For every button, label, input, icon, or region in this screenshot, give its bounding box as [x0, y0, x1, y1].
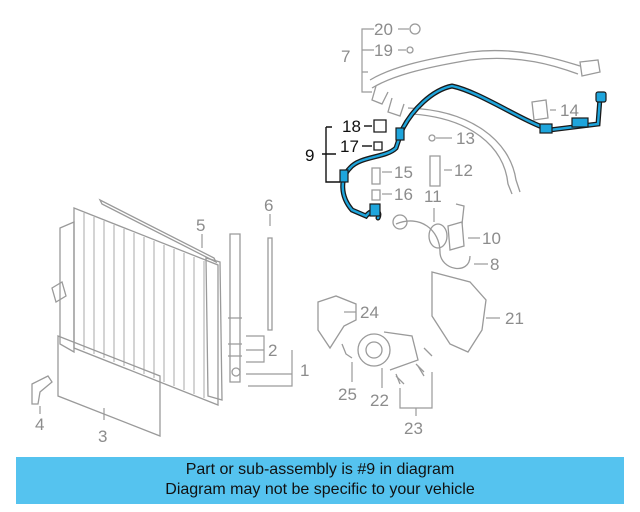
callout-10: 10	[482, 229, 501, 248]
bracket-part-24	[317, 295, 357, 350]
callout-14: 14	[560, 101, 579, 120]
info-banner: Part or sub-assembly is #9 in diagram Di…	[16, 457, 624, 504]
leader-9	[322, 126, 340, 183]
receiver-drier-part	[228, 233, 242, 383]
callout-9: 9	[305, 146, 314, 165]
callout-23: 23	[404, 419, 423, 438]
shield-part-21	[431, 271, 487, 353]
callout-6: 6	[264, 196, 273, 215]
callout-8: 8	[490, 255, 499, 274]
callout-25: 25	[338, 385, 357, 404]
callout-11: 11	[424, 187, 442, 206]
compressor-part-22	[357, 331, 425, 385]
ac-line-part-9	[339, 83, 607, 221]
valve-part-16	[371, 189, 381, 201]
bolts-part-23	[395, 347, 433, 385]
bracket-part-4	[31, 375, 53, 405]
callout-19: 19	[374, 41, 393, 60]
valve-part-15	[371, 167, 381, 185]
hose-part-8-lower	[395, 220, 471, 270]
clip-part-13	[428, 134, 436, 142]
callout-1: 1	[300, 361, 309, 380]
leader-2	[246, 335, 265, 363]
callout-20: 20	[374, 20, 393, 39]
callout-5: 5	[196, 216, 205, 235]
callout-7: 7	[341, 47, 350, 66]
hose-part-8	[407, 107, 521, 195]
banner-line-2: Diagram may not be specific to your vehi…	[165, 481, 475, 498]
cap-part-17	[373, 141, 383, 151]
bolt-part-25	[341, 343, 353, 359]
callout-24: 24	[360, 303, 379, 322]
callout-17: 17	[340, 137, 359, 156]
callout-15: 15	[394, 163, 413, 182]
banner-line-1: Part or sub-assembly is #9 in diagram	[185, 461, 455, 478]
condenser-part	[51, 207, 223, 406]
rod-part-6	[267, 237, 273, 331]
accumulator-part-10-11	[428, 203, 465, 251]
callout-13: 13	[456, 129, 475, 148]
leader-1	[246, 350, 293, 387]
cap-part-19	[406, 46, 414, 54]
callout-16: 16	[394, 185, 413, 204]
strip-part-5	[98, 198, 218, 264]
callout-4: 4	[35, 415, 44, 434]
bracket-part-12	[429, 155, 441, 187]
callout-21: 21	[505, 309, 524, 328]
callout-2: 2	[268, 341, 277, 360]
fitting-part-14	[531, 99, 549, 121]
cap-part-20	[409, 23, 421, 35]
ac-line-highlight	[341, 84, 602, 220]
parts-diagram: 1 2 3 4 5 6 7 8 9 10 11 12 13 14 15 16 1…	[31, 20, 607, 446]
condenser-lower-panel	[57, 335, 161, 437]
hose-part-8-fitting	[392, 214, 408, 230]
cap-part-18	[373, 119, 387, 133]
callout-18: 18	[342, 117, 361, 136]
leader-23	[399, 372, 433, 416]
callout-12: 12	[454, 161, 473, 180]
leader-7	[361, 28, 374, 93]
callout-22: 22	[370, 391, 389, 410]
callout-3: 3	[98, 427, 107, 446]
hose-assembly-7	[369, 49, 601, 117]
